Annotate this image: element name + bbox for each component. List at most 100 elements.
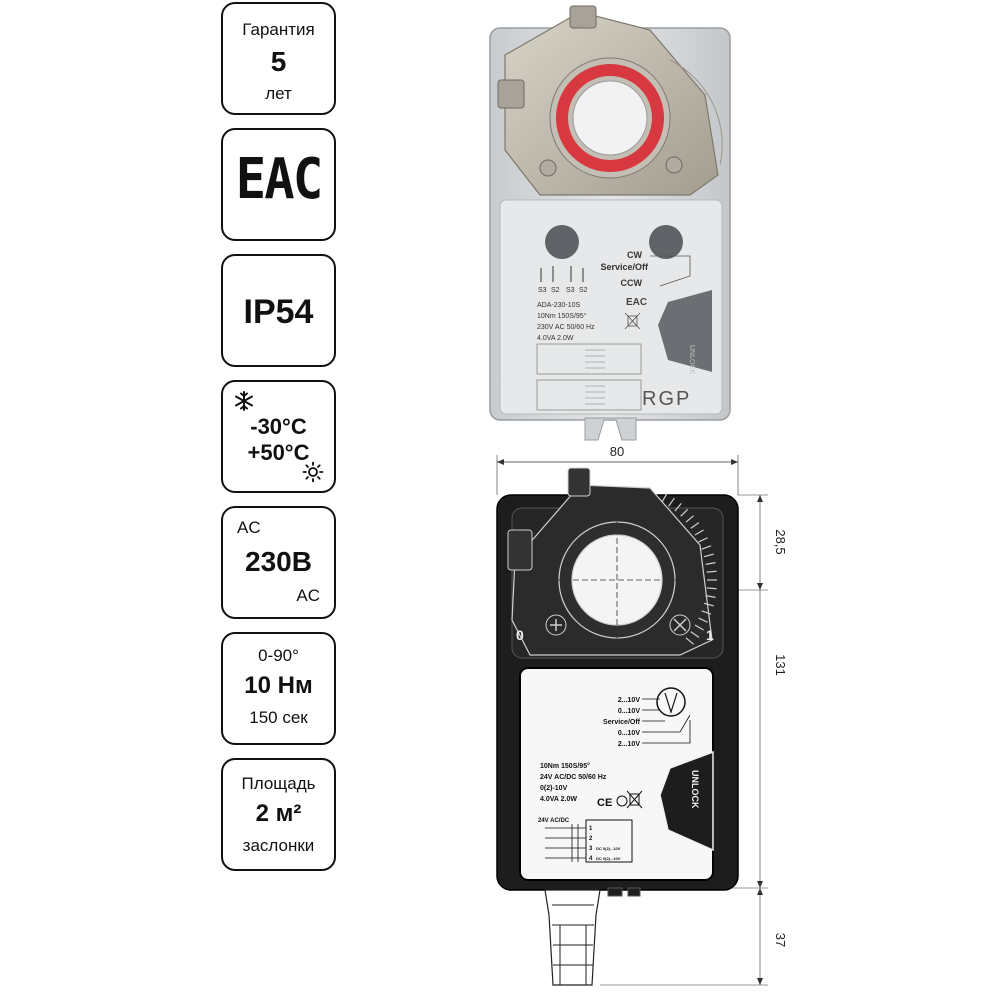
dimension-drawing: 80 28,5 131 37 0 1 — [496, 444, 788, 986]
voltage-value: 230В — [245, 546, 312, 577]
auxiliary-switch-knob — [545, 225, 579, 259]
dimension-width: 80 — [610, 444, 624, 459]
feature-badges: Гарантия 5 лет EAC IP54 -30°C +50°C — [0, 0, 340, 1000]
drawing-unlock-label: UNLOCK — [690, 770, 700, 809]
nut-block — [567, 467, 591, 497]
warranty-value: 5 — [270, 46, 287, 77]
terminal-2: 2 — [589, 836, 593, 842]
terminal-3: 3 — [589, 846, 593, 852]
scale-tick — [680, 508, 689, 517]
scale-tick — [690, 522, 700, 529]
scale-min-label: 0 — [516, 627, 524, 643]
dimension-top: 28,5 — [773, 529, 788, 554]
wiring-diagram-2 — [536, 379, 642, 411]
voltage-type-bottom: AC — [296, 586, 320, 605]
photo-spec-power: 4.0VA 2.0W — [537, 335, 574, 342]
scale-tick — [706, 570, 717, 573]
scale-tick — [703, 553, 714, 558]
wiring-diagram-1 — [536, 343, 642, 375]
switch-label-4: S2 — [579, 287, 588, 294]
bottom-tabs — [584, 417, 637, 441]
signal-selector-icon — [656, 687, 686, 717]
scale-tick — [705, 562, 716, 565]
scale-tick — [703, 602, 714, 607]
switch-label-2: S2 — [551, 287, 560, 294]
torque-badge: 0-90° 10 Нм 150 сек — [221, 632, 336, 745]
damper-area-badge: Площадь 2 м² заслонки — [221, 758, 336, 871]
signal-label-1: 2...10V — [618, 697, 641, 704]
nut-block — [569, 5, 597, 29]
shaft-hole — [572, 80, 648, 156]
disposal-icon — [616, 795, 628, 807]
scale-tick — [701, 545, 712, 550]
photo-spec-voltage: 230V AC 50/60 Hz — [537, 324, 595, 331]
warranty-label: Гарантия — [242, 20, 315, 39]
ip-rating: IP54 — [243, 293, 314, 331]
eac-mark: EAC — [235, 147, 323, 212]
dimension-cable: 37 — [773, 933, 788, 947]
sun-icon — [302, 461, 324, 483]
area-sub: заслонки — [242, 836, 315, 855]
drawing-spec-torque: 10Nm 150S/95° — [540, 762, 590, 770]
scale-tick — [701, 610, 712, 615]
photo-eac-mark: EAC — [626, 297, 647, 308]
terminal-1: 1 — [589, 826, 593, 832]
scale-tick — [661, 493, 668, 503]
scale-tick — [694, 624, 704, 631]
photo-unlock-label: UNLOCK — [688, 345, 695, 375]
drawing-spec-signal: 0(2)-10V — [540, 785, 568, 792]
temperature-badge: -30°C +50°C — [221, 380, 336, 493]
area-value: 2 м² — [255, 800, 302, 827]
scale-tick — [694, 529, 704, 536]
scale-tick — [685, 515, 694, 523]
screw-icon — [665, 156, 683, 174]
signal-label-3: Service/Off — [603, 719, 641, 726]
scale-tick — [674, 503, 682, 512]
scale-tick — [706, 587, 717, 590]
snowflake-icon — [235, 391, 253, 411]
drawing-spec-voltage: 24V AC/DC 50/60 Hz — [540, 774, 607, 781]
terminal-4: 4 — [589, 856, 593, 862]
nut-block — [507, 529, 533, 571]
scale-tick — [705, 595, 716, 598]
dimension-body: 131 — [773, 654, 788, 676]
temperature-min: -30°C — [250, 414, 307, 439]
signal-label-5: 2...10V — [618, 741, 641, 748]
mode-selector-knob — [649, 225, 683, 259]
scale-tick — [690, 631, 700, 638]
angle-scale — [661, 493, 717, 645]
nut-block — [497, 79, 525, 109]
drawing-unlock-button[interactable] — [659, 750, 714, 852]
cable-gland — [544, 889, 601, 986]
scale-tick — [698, 537, 708, 543]
unlock-button[interactable] — [658, 290, 712, 372]
mode-label-service: Service/Off — [600, 262, 649, 272]
torque-value: 10 Нм — [244, 672, 313, 699]
red-ring — [556, 64, 664, 172]
scale-tick — [698, 617, 708, 623]
switch-label-1: S3 — [538, 287, 547, 294]
switch-label-3: S3 — [566, 287, 575, 294]
mode-label-cw: CW — [627, 250, 642, 260]
wiring-title: 24V AC/DC — [538, 818, 570, 824]
weee-bin-icon — [626, 790, 643, 809]
signal-label-4: 0...10V — [618, 730, 641, 737]
warranty-unit: лет — [265, 84, 292, 103]
ce-mark: CE — [597, 797, 612, 809]
rotation-angle: 0-90° — [258, 646, 299, 665]
signal-label-2: 0...10V — [618, 708, 641, 715]
ip-badge: IP54 — [221, 254, 336, 367]
run-time: 150 сек — [249, 708, 308, 727]
temperature-max: +50°C — [247, 440, 310, 465]
scale-max-label: 1 — [706, 627, 714, 643]
brand-logo: RGP — [642, 388, 691, 410]
mode-label-ccw: CCW — [621, 278, 643, 288]
drawing-spec-power: 4.0VA 2.0W — [540, 796, 577, 803]
terminal-note-4: DC 0(2)...10V — [596, 856, 621, 861]
actuator-photo: S3 S2 S3 S2 CW Service/Off CCW ADA-230-1… — [489, 5, 731, 441]
product-figure: S3 S2 S3 S2 CW Service/Off CCW ADA-230-1… — [489, 5, 788, 986]
eac-badge: EAC — [221, 128, 336, 241]
photo-spec-model: ADA-230-10S — [537, 302, 581, 309]
scale-tick — [685, 637, 694, 645]
terminal-note-3: DC 0(2)...10V — [596, 846, 621, 851]
